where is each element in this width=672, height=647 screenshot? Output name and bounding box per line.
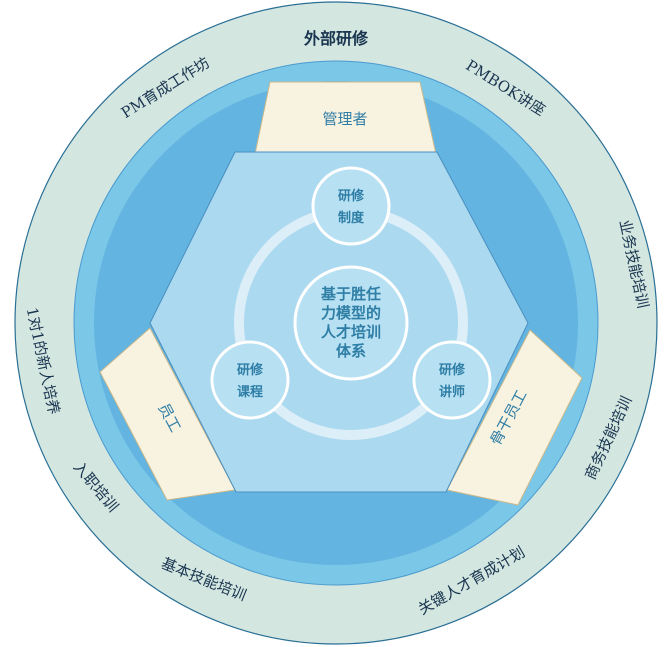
node-training-courses: 研修 课程 — [210, 340, 290, 420]
node-top-line-2: 制度 — [338, 210, 365, 226]
node-training-system: 研修 制度 — [311, 166, 391, 246]
center-line-4: 体系 — [336, 342, 366, 360]
node-top-line-1: 研修 — [338, 188, 365, 204]
node-left-line-1: 研修 — [237, 362, 264, 378]
center-line-1: 基于胜任 — [320, 285, 381, 303]
center-line-3: 人才培训 — [321, 323, 381, 341]
layer-top-label: 管理者 — [322, 110, 367, 128]
node-right-line-1: 研修 — [439, 362, 466, 378]
layer-left-trapezoid: 员工 — [99, 327, 236, 501]
center-node: 基于胜任 力模型的 人才培训 体系 — [293, 265, 409, 381]
center-line-2: 力模型的 — [321, 304, 381, 322]
node-left-line-2: 课程 — [237, 385, 263, 400]
node-training-lecturers: 研修 讲师 — [412, 340, 492, 420]
layer-top-trapezoid: 管理者 — [254, 81, 437, 155]
ring-label-external-training: 外部研修 — [303, 29, 369, 48]
node-right-line-2: 讲师 — [439, 384, 465, 400]
